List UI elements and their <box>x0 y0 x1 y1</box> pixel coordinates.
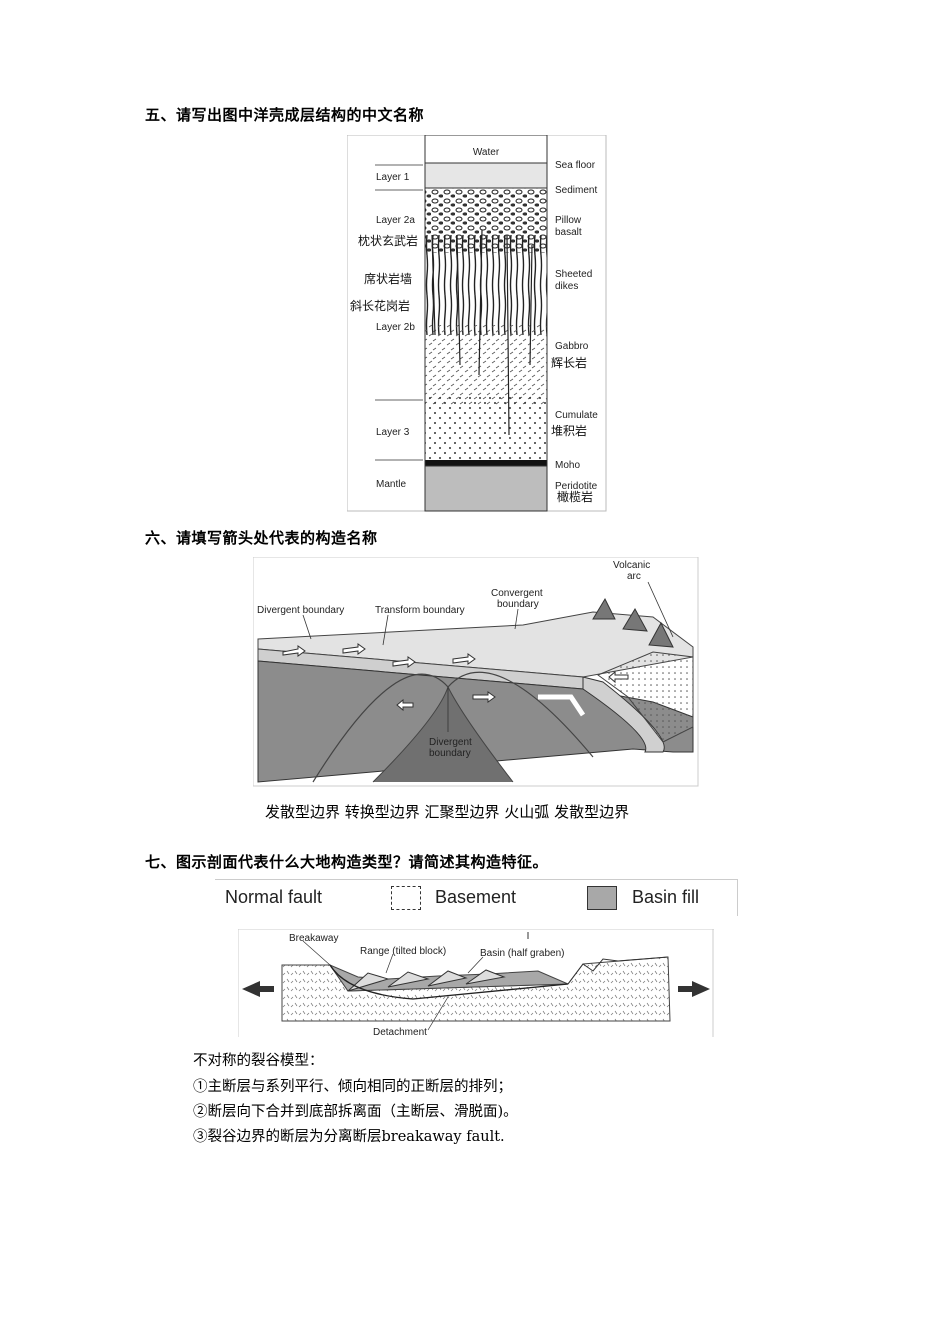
layer-3-label: Layer 3 <box>376 427 410 438</box>
volcanic-label: Volcanic <box>613 560 650 571</box>
divergent-boundary-top-label: Divergent boundary <box>257 605 344 616</box>
question-6-heading: 六、请填写箭头处代表的构造名称 <box>145 529 378 547</box>
gabbro-label: Gabbro <box>555 341 589 352</box>
sheeted-label: Sheeted <box>555 269 592 280</box>
sea-floor-label: Sea floor <box>555 160 596 171</box>
basin-fill-swatch <box>587 886 617 910</box>
basalt-label: basalt <box>555 227 582 238</box>
layer-2a-label: Layer 2a <box>376 215 415 226</box>
oceanic-crust-figure: Water Layer 1 Layer 2a Layer 2b Layer 3 … <box>347 135 607 512</box>
handwritten-plagiogranite: 斜长花岗岩 <box>350 298 410 313</box>
question-7-heading: 七、图示剖面代表什么大地构造类型？请简述其构造特征。 <box>145 853 549 871</box>
range-label: Range (tilted block) <box>360 946 446 957</box>
layer-1-label: Layer 1 <box>376 172 410 183</box>
plate-boundaries-svg: Divergent boundary Transform boundary Co… <box>253 557 699 787</box>
peridotite-label: Peridotite <box>555 481 598 492</box>
convergent-label: Convergent <box>491 588 543 599</box>
legend-basement: Basement <box>435 887 517 907</box>
answer-line-2: ①主断层与系列平行、倾向相同的正断层的排列； <box>193 1079 512 1095</box>
question-6-answer-caption: 发散型边界 转换型边界 汇聚型边界 火山弧 发散型边界 <box>265 803 630 821</box>
oceanic-crust-svg: Water Layer 1 Layer 2a Layer 2b Layer 3 … <box>347 135 607 512</box>
plate-boundaries-figure: Divergent boundary Transform boundary Co… <box>253 557 699 787</box>
legend-basin-fill: Basin fill <box>632 887 700 907</box>
convergent-boundary-label: boundary <box>497 599 539 610</box>
rift-section-svg: Breakaway Range (tilted block) Basin (ha… <box>238 929 714 1037</box>
water-label: Water <box>473 147 500 158</box>
answer-line-3: ②断层向下合并到底部拆离面（主断层、滑脱面)。 <box>193 1104 518 1120</box>
divergent-bottom-label: Divergent <box>429 737 472 748</box>
basement-swatch <box>391 886 421 910</box>
mantle-label: Mantle <box>376 479 406 490</box>
answer-line-1: 不对称的裂谷模型： <box>193 1053 324 1069</box>
arc-label: arc <box>627 571 641 582</box>
moho-label: Moho <box>555 460 580 471</box>
handwritten-peridotite: 橄榄岩 <box>557 489 593 504</box>
question-5-heading: 五、请写出图中洋壳成层结构的中文名称 <box>145 106 425 124</box>
rift-legend: Normal fault Basement Basin fill <box>215 879 738 916</box>
layer-2b-label: Layer 2b <box>376 322 415 333</box>
cumulate-label: Cumulate <box>555 410 598 421</box>
handwritten-pillow-basalt: 枕状玄武岩 <box>358 233 418 248</box>
detachment-label: Detachment <box>373 1027 427 1037</box>
basin-label: Basin (half graben) <box>480 948 565 959</box>
breakaway-label: Breakaway <box>289 933 338 944</box>
handwritten-gabbro: 辉长岩 <box>551 355 587 370</box>
answer-line-4: ③裂谷边界的断层为分离断层breakaway fault. <box>193 1129 505 1145</box>
handwritten-sheeted-dikes: 席状岩墙 <box>364 271 412 286</box>
sediment-label: Sediment <box>555 185 597 196</box>
transform-boundary-label: Transform boundary <box>375 605 465 616</box>
handwritten-cumulate: 堆积岩 <box>551 423 587 438</box>
dikes-label: dikes <box>555 281 578 292</box>
legend-normal-fault: Normal fault <box>225 887 323 907</box>
rift-section-figure: Breakaway Range (tilted block) Basin (ha… <box>238 929 714 1037</box>
divergent-bottom-boundary-label: boundary <box>429 748 471 759</box>
pillow-label: Pillow <box>555 215 582 226</box>
